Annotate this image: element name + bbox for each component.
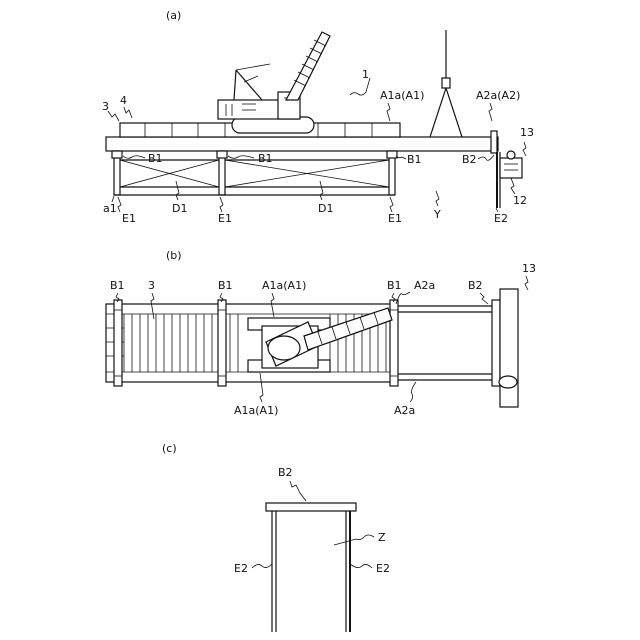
panel-a-elevation: (a) bbox=[102, 9, 534, 225]
deck-beam bbox=[106, 137, 498, 151]
label-b1-plan-3: B1 bbox=[387, 279, 402, 292]
crawler-crane bbox=[218, 32, 330, 133]
lifting-hook bbox=[430, 30, 462, 137]
leader-b2-frame bbox=[290, 481, 306, 501]
label-deck-plan: 3 bbox=[148, 279, 155, 292]
panel-c-frame: (c) B2 Z E2 E2 bbox=[162, 442, 390, 632]
label-b1-left: B1 bbox=[148, 152, 163, 165]
label-crane-1: 1 bbox=[362, 68, 369, 81]
label-b2-elev: B2 bbox=[462, 153, 477, 166]
leader-13-elev bbox=[523, 142, 526, 156]
leader-12 bbox=[511, 178, 515, 194]
leader-e1-1 bbox=[118, 197, 121, 212]
label-rail-4: 4 bbox=[120, 94, 127, 107]
leader-d1-left bbox=[176, 181, 179, 200]
leader-b2-plan bbox=[480, 293, 488, 304]
leader-e2-right bbox=[350, 564, 372, 568]
leader-a1a-plan-top bbox=[271, 293, 274, 317]
label-d1-left: D1 bbox=[172, 202, 187, 215]
label-b2-plan: B2 bbox=[468, 279, 483, 292]
panel-c-label: (c) bbox=[162, 442, 177, 455]
leader-e1-3 bbox=[390, 197, 393, 212]
leader-b2-elev bbox=[478, 155, 494, 160]
leader-a1a-plan-bottom bbox=[260, 373, 263, 402]
leader-e1-2 bbox=[220, 197, 223, 212]
label-b1-plan-2: B1 bbox=[218, 279, 233, 292]
equipment-12 bbox=[500, 158, 522, 178]
panel-b-plan: (b) bbox=[106, 249, 536, 417]
leader-a2a-plan-bottom bbox=[410, 382, 416, 402]
label-d1-right: D1 bbox=[318, 202, 333, 215]
end-stop bbox=[491, 131, 497, 153]
label-deck-3: 3 bbox=[102, 100, 109, 113]
panel-a-label: (a) bbox=[166, 9, 181, 22]
post-b2-plan bbox=[492, 300, 500, 386]
label-a1a-plan-top: A1a(A1) bbox=[262, 279, 306, 292]
label-e2-elev: E2 bbox=[494, 212, 508, 225]
leader-e2-left bbox=[252, 564, 272, 568]
leader-d1-right bbox=[320, 181, 323, 200]
label-z: Z bbox=[378, 531, 386, 544]
bent-posts-plan bbox=[114, 300, 398, 386]
label-e1-3: E1 bbox=[388, 212, 402, 225]
label-a1a-elev: A1a(A1) bbox=[380, 89, 424, 102]
label-a2a-plan-top: A2a bbox=[414, 279, 435, 292]
label-e1-2: E1 bbox=[218, 212, 232, 225]
label-a1a-plan-bottom: A1a(A1) bbox=[234, 404, 278, 417]
label-a2a-plan-bottom: A2a bbox=[394, 404, 415, 417]
equipment-13-plan bbox=[500, 289, 518, 407]
label-b1-right: B1 bbox=[407, 153, 422, 166]
crane-boom bbox=[286, 32, 330, 100]
label-e2-frame-right: E2 bbox=[376, 562, 390, 575]
leader-z bbox=[334, 535, 374, 545]
label-a1: a1 bbox=[103, 202, 117, 215]
leader-b1-left bbox=[123, 156, 145, 159]
leader-a2a-elev bbox=[489, 103, 492, 121]
panel-b-label: (b) bbox=[166, 249, 182, 262]
leader-13-plan bbox=[525, 276, 528, 290]
label-12: 12 bbox=[513, 194, 527, 207]
leader-y bbox=[436, 191, 439, 206]
label-13-plan: 13 bbox=[522, 262, 536, 275]
leader-a1a-elev bbox=[387, 103, 390, 121]
label-b1-plan-1: B1 bbox=[110, 279, 125, 292]
label-y: Y bbox=[433, 208, 441, 221]
label-e2-frame-left: E2 bbox=[234, 562, 248, 575]
leader-3 bbox=[108, 111, 119, 121]
leader-4 bbox=[124, 107, 132, 118]
label-b2-frame: B2 bbox=[278, 466, 293, 479]
label-e1-1: E1 bbox=[122, 212, 136, 225]
leader-b1-mid bbox=[228, 156, 254, 159]
leader-deck-plan bbox=[151, 293, 154, 319]
label-b1-mid: B1 bbox=[258, 152, 273, 165]
crossbeam-b2 bbox=[266, 503, 356, 511]
label-13-elev: 13 bbox=[520, 126, 534, 139]
label-a2a-elev: A2a(A2) bbox=[476, 89, 520, 102]
